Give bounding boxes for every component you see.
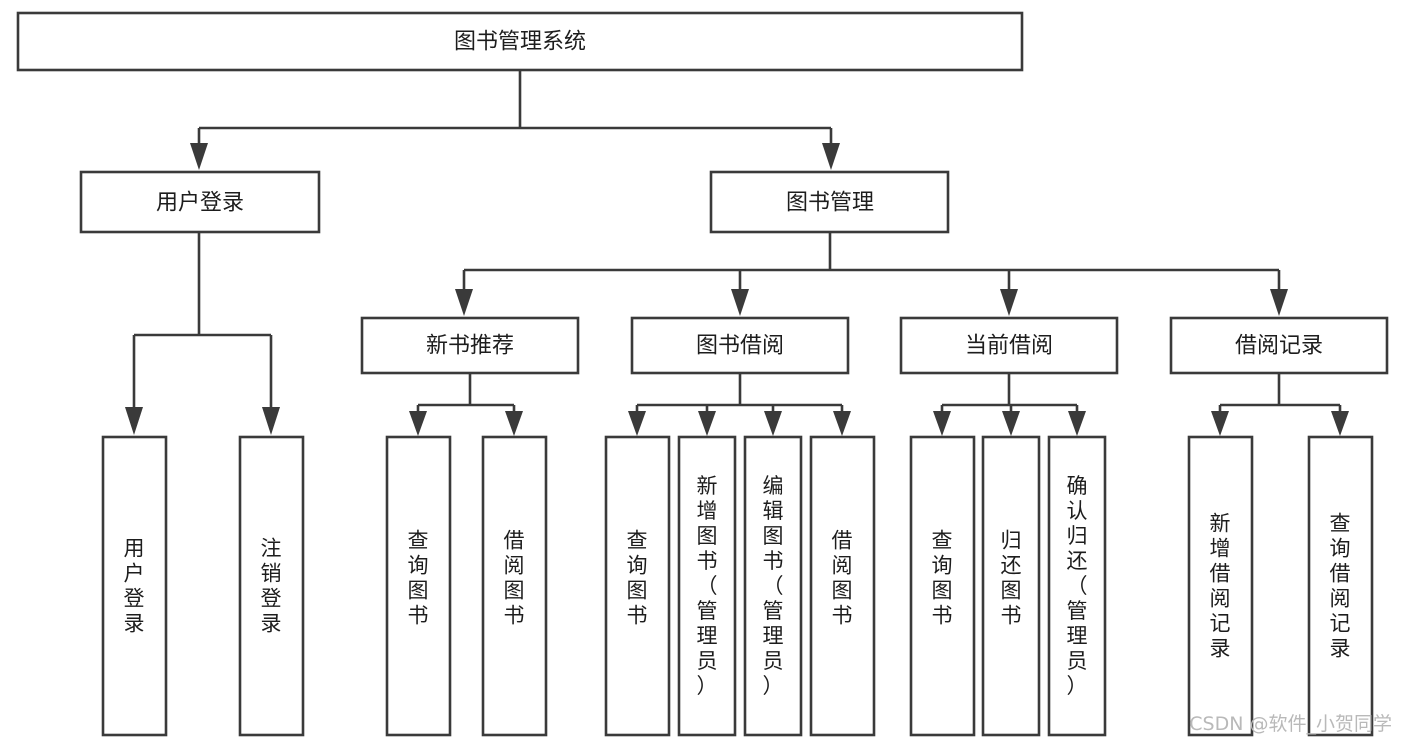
leaf-node-group: 用户登录 注销登录 查询图书 借阅图书 查询图书 新增图书（管理员） [101, 435, 1374, 737]
node-leaf-borrow-book-2[interactable]: 借阅图书 [809, 435, 876, 737]
node-leaf-logout-login[interactable]: 注销登录 [238, 435, 305, 737]
node-leaf-add-book-box[interactable] [677, 435, 737, 737]
arrow-head-icon-leaf-query-book-2 [628, 411, 646, 436]
arrow-head-icon-leaf-borrow-book-1 [505, 411, 523, 436]
arrow-head-icon-leaf-query-book-3 [933, 411, 951, 436]
node-leaf-query-record-label: 查询借阅记录 [1330, 512, 1351, 661]
node-new-book-recommend-box[interactable] [360, 316, 580, 375]
node-leaf-query-book-1-label: 查询图书 [408, 529, 429, 628]
node-leaf-query-book-2-label: 查询图书 [627, 529, 648, 628]
node-leaf-add-book-label: 新增图书（管理员） [697, 474, 718, 698]
node-leaf-return-book[interactable]: 归还图书 [981, 435, 1041, 737]
arrow-head-icon-book-borrow [731, 289, 749, 316]
arrow-head-icon-current-borrow [1000, 289, 1018, 316]
node-leaf-query-book-2[interactable]: 查询图书 [604, 435, 671, 737]
node-leaf-logout-login-label: 注销登录 [261, 537, 282, 636]
arrow-head-icon-leaf-query-book-1 [409, 411, 427, 436]
node-borrow-record-box[interactable] [1169, 316, 1389, 375]
node-leaf-return-book-box[interactable] [981, 435, 1041, 737]
node-book-manage-box[interactable] [709, 170, 950, 234]
arrow-head-icon-user-login [190, 143, 208, 170]
watermark-label: CSDN @软件_小贺同学 [1189, 713, 1392, 735]
node-leaf-confirm-return-label: 确认归还（管理员） [1067, 474, 1088, 698]
node-leaf-query-book-3[interactable]: 查询图书 [909, 435, 976, 737]
node-leaf-query-book-1[interactable]: 查询图书 [385, 435, 452, 737]
connector-group-user-login [125, 232, 280, 435]
node-book-manage-label: 图书管理 [786, 191, 874, 216]
node-leaf-edit-book[interactable]: 编辑图书（管理员） [743, 435, 803, 737]
node-leaf-user-login[interactable]: 用户登录 [101, 435, 168, 737]
arrow-head-icon-borrow-record [1270, 289, 1288, 316]
arrow-head-icon-new-book-recommend [455, 289, 473, 316]
node-user-login[interactable]: 用户登录 [79, 170, 321, 234]
node-leaf-query-record[interactable]: 查询借阅记录 [1307, 435, 1374, 737]
node-leaf-borrow-book-1-box[interactable] [481, 435, 548, 737]
node-leaf-confirm-return[interactable]: 确认归还（管理员） [1047, 435, 1107, 737]
node-borrow-record-label: 借阅记录 [1235, 334, 1323, 359]
node-leaf-user-login-box[interactable] [101, 435, 168, 737]
node-book-borrow-label: 图书借阅 [696, 334, 784, 359]
node-book-manage[interactable]: 图书管理 [709, 170, 950, 234]
arrow-head-icon-leaf-edit-book [764, 411, 782, 436]
node-leaf-query-book-3-label: 查询图书 [932, 529, 953, 628]
connector-group-borrow-record [1211, 373, 1349, 436]
connector-group-book-manage [455, 232, 1288, 316]
node-user-login-box[interactable] [79, 170, 321, 234]
node-current-borrow[interactable]: 当前借阅 [899, 316, 1119, 375]
arrow-head-icon-leaf-query-record [1331, 411, 1349, 436]
node-book-borrow[interactable]: 图书借阅 [630, 316, 850, 375]
node-root[interactable]: 图书管理系统 [16, 11, 1024, 72]
node-leaf-add-record[interactable]: 新增借阅记录 [1187, 435, 1254, 737]
node-leaf-borrow-book-1-label: 借阅图书 [504, 529, 525, 628]
node-leaf-query-record-box[interactable] [1307, 435, 1374, 737]
node-new-book-recommend[interactable]: 新书推荐 [360, 316, 580, 375]
node-leaf-add-book[interactable]: 新增图书（管理员） [677, 435, 737, 737]
connector-group-current-borrow [933, 373, 1086, 436]
node-leaf-borrow-book-1[interactable]: 借阅图书 [481, 435, 548, 737]
node-new-book-recommend-label: 新书推荐 [426, 334, 514, 359]
node-leaf-confirm-return-box[interactable] [1047, 435, 1107, 737]
node-leaf-edit-book-label: 编辑图书（管理员） [763, 474, 784, 698]
node-leaf-add-record-label: 新增借阅记录 [1210, 512, 1231, 661]
arrow-head-icon-leaf-return-book [1002, 411, 1020, 436]
node-current-borrow-box[interactable] [899, 316, 1119, 375]
arrow-head-icon-leaf-borrow-book-2 [833, 411, 851, 436]
node-leaf-add-record-box[interactable] [1187, 435, 1254, 737]
node-leaf-query-book-2-box[interactable] [604, 435, 671, 737]
connector-group-book-borrow [628, 373, 851, 436]
node-leaf-borrow-book-2-label: 借阅图书 [832, 529, 853, 628]
node-root-box[interactable] [16, 11, 1024, 72]
node-book-borrow-box[interactable] [630, 316, 850, 375]
arrow-head-icon-leaf-confirm-return [1068, 411, 1086, 436]
node-borrow-record[interactable]: 借阅记录 [1169, 316, 1389, 375]
arrow-head-icon-leaf-logout-login [262, 407, 280, 435]
node-leaf-query-book-3-box[interactable] [909, 435, 976, 737]
arrow-head-icon-leaf-user-login [125, 407, 143, 435]
node-leaf-user-login-label: 用户登录 [124, 537, 145, 636]
node-leaf-borrow-book-2-box[interactable] [809, 435, 876, 737]
connector-group-new-book-recommend [409, 373, 523, 436]
arrow-head-icon-leaf-add-book [698, 411, 716, 436]
node-leaf-return-book-label: 归还图书 [1001, 529, 1022, 628]
arrow-head-icon-book-manage [822, 143, 840, 170]
arrow-head-icon-leaf-add-record [1211, 411, 1229, 436]
node-leaf-edit-book-box[interactable] [743, 435, 803, 737]
node-current-borrow-label: 当前借阅 [965, 334, 1053, 359]
node-root-label: 图书管理系统 [454, 30, 586, 55]
connector-group-root [190, 70, 840, 170]
node-user-login-label: 用户登录 [156, 191, 244, 216]
node-leaf-logout-login-box[interactable] [238, 435, 305, 737]
node-leaf-query-book-1-box[interactable] [385, 435, 452, 737]
